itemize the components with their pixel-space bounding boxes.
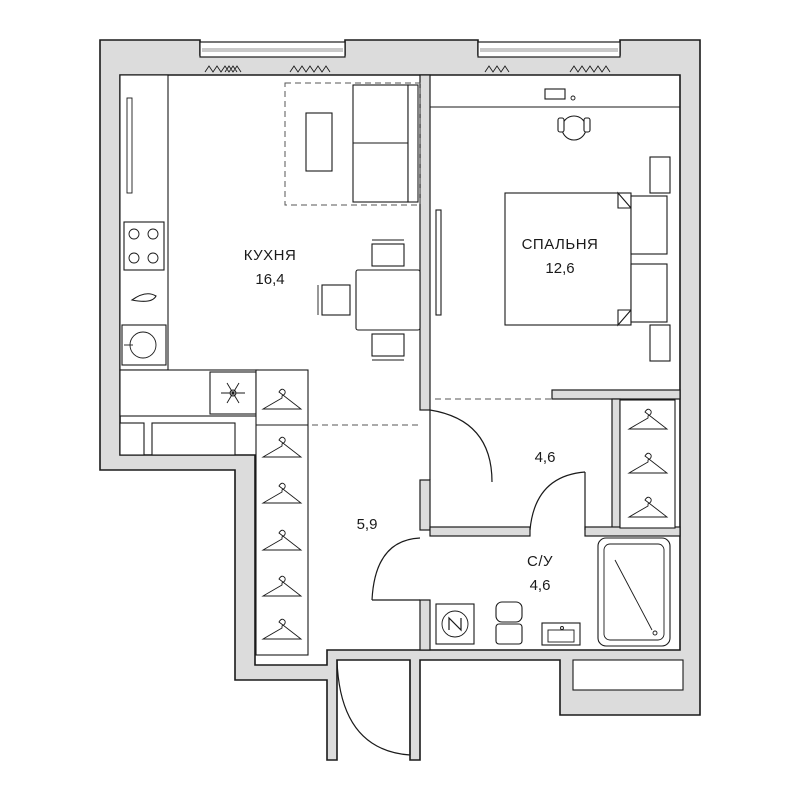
bathroom-fixtures (435, 537, 671, 647)
hall-wardrobe (255, 369, 309, 656)
bathroom-area: 4,6 (530, 577, 551, 594)
hanger-icon (627, 496, 669, 518)
pillow-top (630, 195, 668, 255)
bed (504, 192, 632, 326)
coffee-table (305, 112, 333, 172)
hanger-icon (261, 575, 303, 597)
dining-table (355, 269, 421, 331)
water-drop-icon (130, 293, 157, 302)
hanger-icon (261, 436, 303, 458)
nightstand-top (649, 156, 671, 194)
outer-walls (99, 39, 701, 761)
toilet (495, 601, 523, 645)
kitchen-counter (119, 74, 259, 456)
shower (597, 537, 671, 647)
corridor-wardrobe (619, 399, 676, 529)
dining-set (317, 239, 421, 361)
bathroom-name: С/У (527, 553, 553, 570)
pillow-bottom (630, 263, 668, 323)
bathroom-sink (541, 622, 581, 646)
bedroom-area: 12,6 (545, 260, 574, 277)
hanger-icon (261, 388, 303, 410)
kitchen-name: КУХНЯ (244, 247, 297, 264)
hanger-icon (261, 482, 303, 504)
hanger-icon (627, 452, 669, 474)
doors (336, 409, 586, 756)
hanger-icon (627, 408, 669, 430)
curtain-bedroom (484, 65, 611, 73)
bedroom-furniture (430, 88, 680, 362)
interior-walls (419, 74, 684, 691)
corridor-area: 4,6 (535, 449, 556, 466)
curtain-kitchen (204, 65, 331, 73)
hanger-icon (261, 529, 303, 551)
desk (544, 88, 566, 100)
sofa-group (284, 82, 421, 206)
sofa (352, 84, 409, 203)
room-labels: КУХНЯ 16,4 СПАЛЬНЯ 12,6 5,9 4,6 С/У 4,6 (244, 236, 599, 594)
kitchen-area: 16,4 (255, 271, 284, 288)
snowflake-icon (221, 382, 245, 404)
cooktop (123, 221, 165, 271)
desk-chair (557, 115, 591, 141)
hall-area: 5,9 (357, 516, 378, 533)
bedroom-name: СПАЛЬНЯ (522, 236, 599, 253)
nightstand-bottom (649, 324, 671, 362)
hanger-icon (261, 618, 303, 640)
hanger-icons (261, 388, 669, 640)
